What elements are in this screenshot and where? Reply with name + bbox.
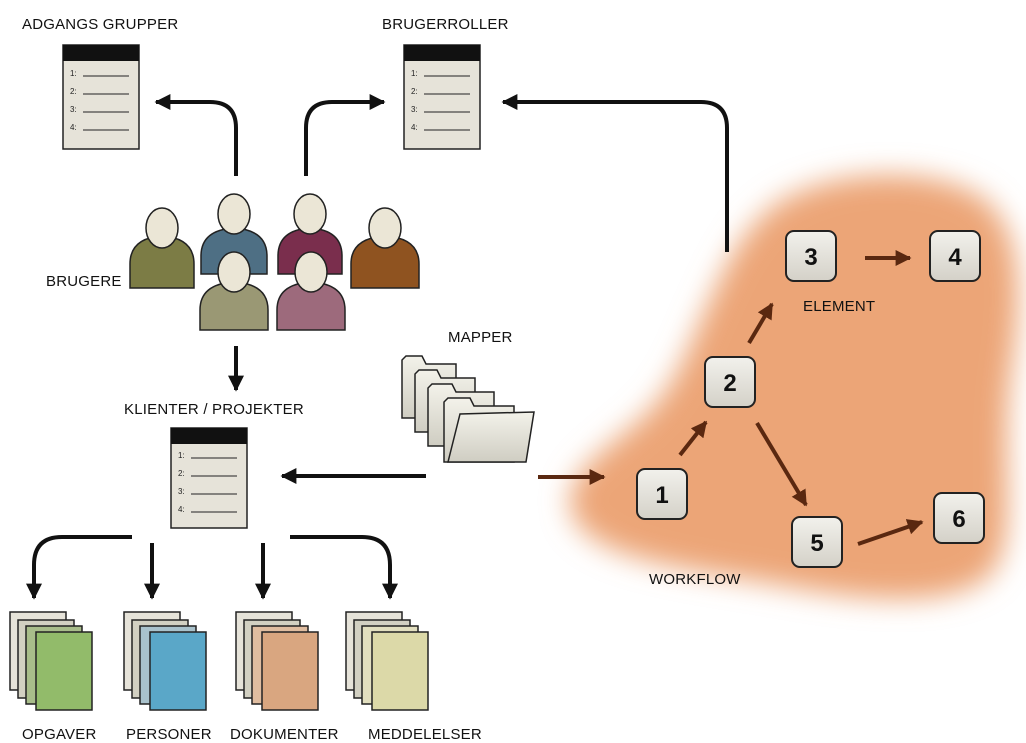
label-messages: MEDDELELSER (368, 726, 482, 743)
svg-text:2:: 2: (178, 469, 185, 478)
svg-text:2: 2 (723, 370, 736, 397)
persons-docs-icon (123, 611, 207, 711)
label-user-roles: BRUGERROLLER (382, 16, 509, 33)
arrow-clients-to-tasks (26, 535, 132, 600)
label-access-groups: ADGANGS GRUPPER (22, 16, 179, 33)
svg-text:4: 4 (948, 244, 962, 271)
access-groups-list-icon: 1: 2: 3: 4: (62, 44, 140, 150)
arrow-users-to-user-roles (304, 94, 386, 176)
workflow-step-3: 3 (785, 230, 837, 282)
arrow-step5-to-step6 (857, 519, 924, 546)
workflow-step-6: 6 (933, 492, 985, 544)
label-tasks: OPGAVER (22, 726, 97, 743)
svg-text:2:: 2: (70, 87, 77, 96)
brown-arrows (538, 250, 924, 546)
svg-text:5: 5 (810, 530, 823, 557)
clients-projects-list-icon: 1: 2: 3: 4: (170, 427, 248, 529)
svg-text:3:: 3: (178, 487, 185, 496)
list-lines: 1: 2: 3: 4: (178, 451, 237, 514)
arrow-clients-to-messages (290, 535, 398, 600)
svg-text:1:: 1: (178, 451, 185, 460)
tasks-docs-icon (9, 611, 93, 711)
workflow-step-2: 2 (704, 356, 756, 408)
svg-text:1: 1 (655, 482, 668, 509)
label-workflow: WORKFLOW (649, 571, 741, 588)
arrow-step1-to-step2 (678, 420, 708, 457)
label-element: ELEMENT (803, 298, 876, 315)
users-group-icon (129, 193, 420, 331)
label-folders: MAPPER (448, 329, 513, 346)
user-icon-blue (200, 193, 268, 275)
svg-text:1:: 1: (70, 69, 77, 78)
svg-text:3:: 3: (411, 105, 418, 114)
arrow-step2-to-step5 (755, 421, 808, 507)
svg-text:6: 6 (952, 506, 965, 533)
user-icon-olive (129, 207, 195, 289)
arrow-workflow-to-user-roles (501, 94, 729, 252)
user-icon-sage (199, 251, 269, 331)
svg-text:4:: 4: (411, 123, 418, 132)
svg-text:4:: 4: (178, 505, 185, 514)
label-users: BRUGERE (46, 273, 122, 290)
arrow-step2-to-step3 (747, 302, 774, 345)
svg-text:1:: 1: (411, 69, 418, 78)
list-lines: 1: 2: 3: 4: (70, 69, 129, 132)
label-documents: DOKUMENTER (230, 726, 339, 743)
folders-stack-icon (401, 355, 535, 463)
user-icon-mauve (276, 251, 346, 331)
svg-text:2:: 2: (411, 87, 418, 96)
user-icon-orange (350, 207, 420, 289)
svg-text:4:: 4: (70, 123, 77, 132)
documents-docs-icon (235, 611, 319, 711)
messages-docs-icon (345, 611, 429, 711)
user-icon-maroon (277, 193, 343, 275)
black-arrows (26, 94, 729, 600)
workflow-step-5: 5 (791, 516, 843, 568)
arrow-users-to-access-groups (154, 94, 238, 176)
workflow-step-4: 4 (929, 230, 981, 282)
label-persons: PERSONER (126, 726, 212, 743)
workflow-step-1: 1 (636, 468, 688, 520)
label-clients-projects: KLIENTER / PROJEKTER (124, 401, 304, 418)
svg-text:3: 3 (804, 244, 817, 271)
svg-text:3:: 3: (70, 105, 77, 114)
user-roles-list-icon: 1: 2: 3: 4: (403, 44, 481, 150)
list-lines: 1: 2: 3: 4: (411, 69, 470, 132)
